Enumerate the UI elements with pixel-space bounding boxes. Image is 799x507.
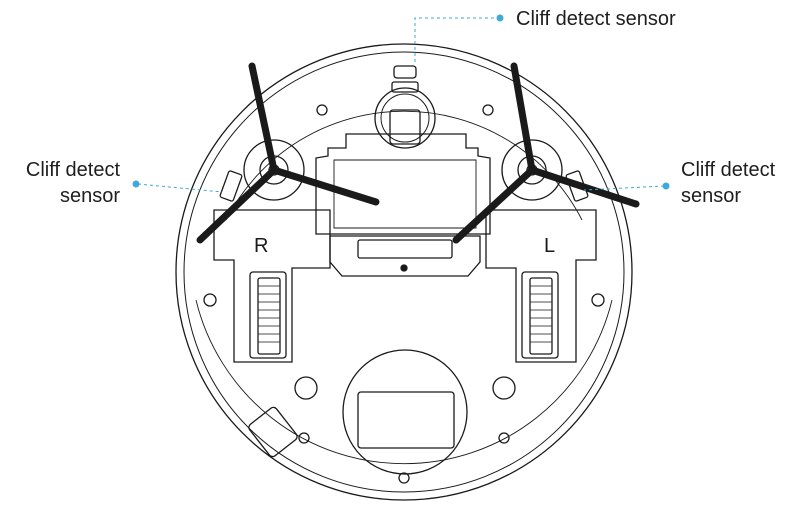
- cliff-sensor-right: [219, 170, 243, 202]
- leader-line-right: [583, 185, 665, 191]
- callout-right-line1: Cliff detect: [681, 159, 776, 181]
- leader-dot-right: [662, 182, 670, 190]
- cliff-sensor-front-housing: [391, 81, 419, 93]
- side-brush-right-arm: [196, 166, 278, 244]
- side-brush-right-arm: [270, 166, 380, 206]
- callout-top-line1: Cliff detect sensor: [516, 8, 676, 30]
- wheel-left-housing: [521, 271, 559, 359]
- rear-hole-right: [294, 376, 318, 400]
- screw: [591, 293, 605, 307]
- side-brush-hub-right-ring: [243, 139, 305, 201]
- callout-cliff-sensor-right: Cliff detect sensor: [681, 157, 775, 209]
- leader-dot-top: [496, 14, 504, 22]
- caster-wheel-inner: [380, 93, 430, 143]
- rear-hole-left: [492, 376, 516, 400]
- rear-bumper-clip: [248, 406, 298, 458]
- battery-cover-inner: [333, 159, 477, 229]
- wheel-left-tread-lines: [530, 285, 552, 343]
- body-inner-rim: [183, 51, 625, 493]
- caster-wheel-housing: [374, 87, 436, 149]
- caster-wheel: [389, 109, 421, 145]
- callout-left-line1: Cliff detect: [25, 159, 120, 181]
- leader-line-top: [414, 17, 494, 62]
- side-brush-left-arm: [452, 166, 536, 244]
- callout-left-line2: sensor: [59, 185, 120, 207]
- side-brush-right-arm: [248, 62, 278, 174]
- suction-inlet: [357, 239, 453, 259]
- leader-line-left: [137, 183, 223, 193]
- wheel-label-right: R: [254, 235, 268, 257]
- screw: [498, 432, 510, 444]
- wheel-right-tread-lines: [258, 285, 280, 343]
- side-brush-hub-left-ring: [501, 139, 563, 201]
- side-brush-left-arm: [528, 166, 640, 208]
- wheel-module-left: [485, 209, 597, 363]
- inlet-screw: [400, 264, 408, 272]
- side-brush-left-arm: [510, 62, 536, 174]
- wheel-right-tread: [257, 277, 281, 355]
- leader-dot-left: [132, 180, 140, 188]
- callout-cliff-sensor-left: Cliff detect sensor: [26, 157, 120, 209]
- screw: [398, 472, 410, 484]
- wheel-left-tread: [529, 277, 553, 355]
- callout-right-line2: sensor: [681, 185, 742, 207]
- screw: [316, 104, 328, 116]
- rear-module-ring: [342, 349, 468, 475]
- cliff-sensor-front: [393, 65, 417, 79]
- body-front-groove: [225, 110, 583, 221]
- wheel-module-right: [213, 209, 331, 363]
- screw: [203, 293, 217, 307]
- battery-cover: [315, 133, 491, 235]
- wheel-label-left: L: [544, 235, 555, 257]
- screw: [482, 104, 494, 116]
- screw: [298, 432, 310, 444]
- body-outer-rim: [175, 43, 633, 501]
- body-rear-groove: [195, 299, 613, 465]
- wheel-right-housing: [249, 271, 287, 359]
- callout-cliff-sensor-top: Cliff detect sensor: [516, 6, 676, 32]
- rear-module-panel: [357, 391, 455, 449]
